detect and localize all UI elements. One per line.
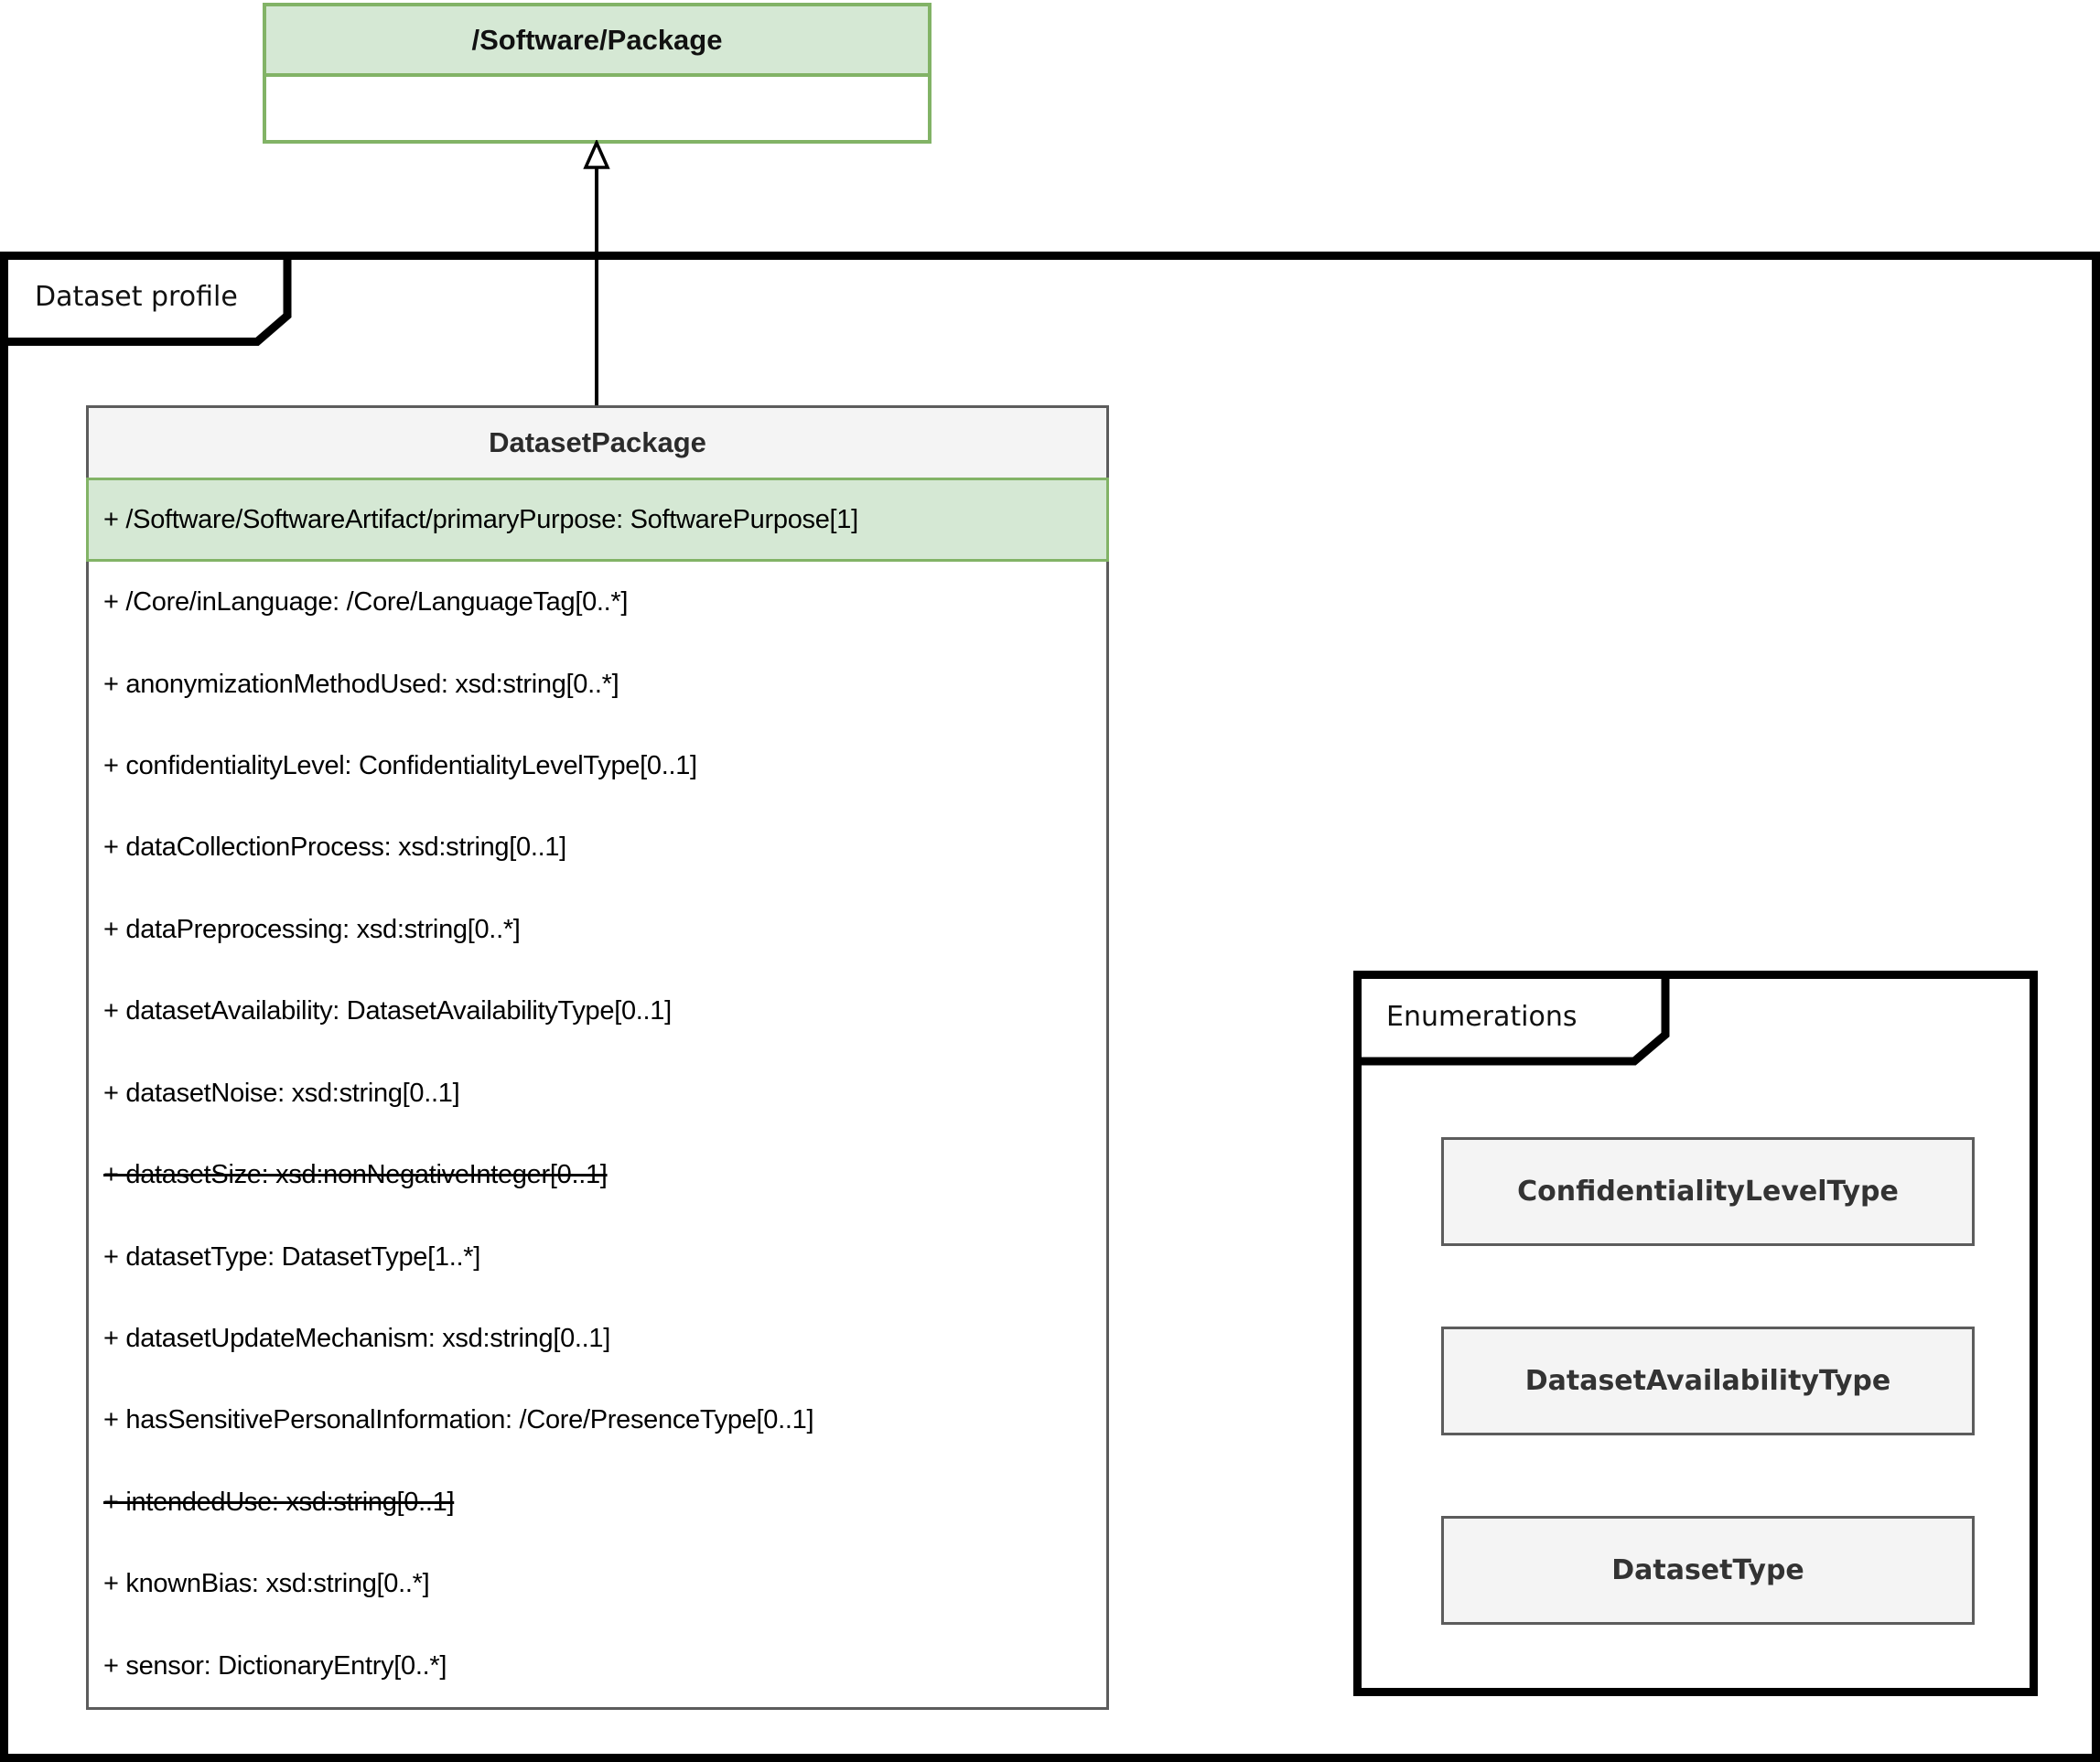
dataset-package-class: DatasetPackage + /Software/SoftwareArtif… [86, 405, 1109, 1710]
dataset-profile-tab [0, 252, 292, 346]
generalization-arrow [583, 140, 610, 409]
attribute-row: + datasetType: DatasetType[1..*] [89, 1216, 1106, 1298]
attribute-row: + sensor: DictionaryEntry[0..*] [89, 1625, 1106, 1707]
enumerations-tab-label: Enumerations [1386, 1000, 1578, 1033]
attribute-list: + /Core/inLanguage: /Core/LanguageTag[0.… [89, 562, 1106, 1707]
attribute-row: + /Core/inLanguage: /Core/LanguageTag[0.… [89, 562, 1106, 644]
dataset-profile-tab-label: Dataset profile [35, 280, 238, 313]
attribute-row-highlighted: + /Software/SoftwareArtifact/primaryPurp… [86, 478, 1109, 562]
attribute-row: + datasetNoise: xsd:string[0..1] [89, 1052, 1106, 1134]
attribute-row: + datasetAvailability: DatasetAvailabili… [89, 971, 1106, 1053]
attribute-row: + hasSensitivePersonalInformation: /Core… [89, 1380, 1106, 1462]
enumeration-box: DatasetType [1441, 1516, 1975, 1625]
software-package-class: /Software/Package [263, 3, 932, 144]
software-package-title: /Software/Package [266, 6, 928, 77]
attribute-row: + datasetSize: xsd:nonNegativeInteger[0.… [89, 1133, 1106, 1217]
attribute-row: + dataCollectionProcess: xsd:string[0..1… [89, 807, 1106, 889]
attribute-row: + knownBias: xsd:string[0..*] [89, 1543, 1106, 1626]
enumerations-tab [1353, 971, 1670, 1066]
attribute-row: + dataPreprocessing: xsd:string[0..*] [89, 888, 1106, 972]
dataset-package-title: DatasetPackage [89, 408, 1106, 478]
attribute-row: + intendedUse: xsd:string[0..1] [89, 1461, 1106, 1544]
attribute-row: + confidentialityLevel: ConfidentialityL… [89, 725, 1106, 808]
attribute-row: + datasetUpdateMechanism: xsd:string[0..… [89, 1297, 1106, 1381]
attribute-row: + anonymizationMethodUsed: xsd:string[0.… [89, 643, 1106, 725]
enumeration-box: DatasetAvailabilityType [1441, 1327, 1975, 1435]
enumeration-box: ConfidentialityLevelType [1441, 1137, 1975, 1246]
